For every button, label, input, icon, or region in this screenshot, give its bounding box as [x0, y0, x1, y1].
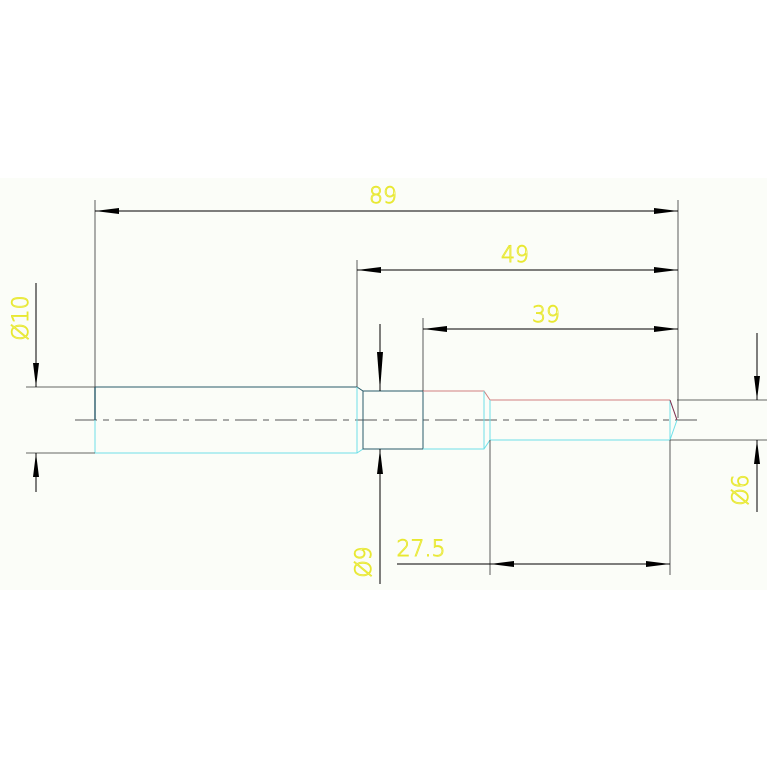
- arrow-left-icon: [357, 267, 381, 273]
- right-end-dark: [669, 399, 678, 421]
- arrow-right-icon: [654, 326, 678, 332]
- dim-text-d10: Ø10: [9, 295, 34, 340]
- arrow-left-icon: [490, 561, 514, 567]
- drawing-area: [0, 178, 767, 590]
- arrow-left-icon: [95, 208, 119, 214]
- dim-text-27-5: 27.5: [397, 537, 446, 562]
- arrow-down-icon: [754, 376, 760, 400]
- arrow-right-icon: [654, 267, 678, 273]
- dim-text-39: 39: [532, 303, 560, 328]
- arrow-up-icon: [33, 453, 39, 477]
- middle-section-top: [423, 390, 670, 401]
- arrow-up-icon: [377, 449, 383, 474]
- arrow-right-icon: [646, 561, 670, 567]
- dimension-diameter-10: Ø10: [9, 283, 95, 492]
- arrow-up-icon: [754, 440, 760, 464]
- middle-section-bottom: [423, 439, 670, 450]
- groove-box: [362, 390, 424, 450]
- arrow-right-icon: [654, 208, 678, 214]
- dimension-length-27-5: 27.5: [396, 440, 671, 575]
- dim-text-d9: Ø9: [352, 546, 377, 577]
- arrow-left-icon: [423, 326, 447, 332]
- dim-text-d6: Ø6: [729, 474, 754, 505]
- arrow-down-icon: [33, 363, 39, 387]
- dimension-length-39: 39: [422, 303, 678, 391]
- dimension-overall-length: 89: [94, 184, 679, 418]
- dimension-length-49: 49: [356, 243, 678, 387]
- dimension-diameter-6: Ø6: [670, 333, 767, 512]
- arrow-down-icon: [377, 352, 383, 391]
- dimension-diameter-9: Ø9: [352, 324, 383, 584]
- dim-text-89: 89: [369, 184, 397, 209]
- dim-text-49: 49: [501, 243, 529, 268]
- shaft-profile: [94, 386, 678, 454]
